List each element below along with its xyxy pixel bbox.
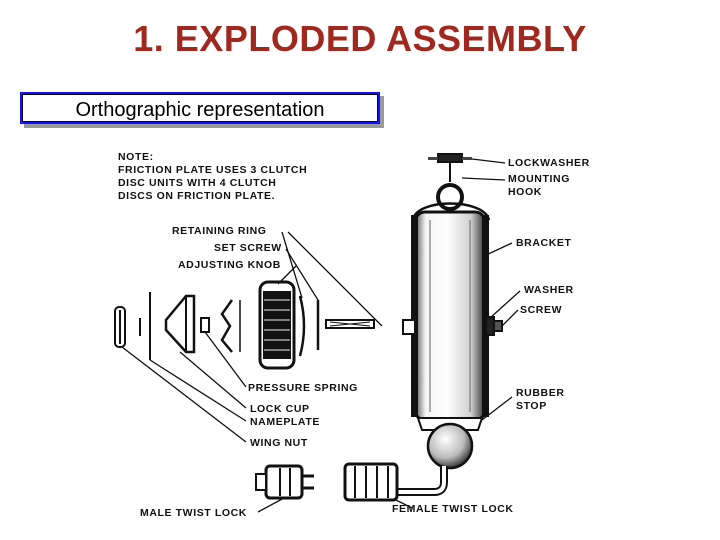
- screw-label: SCREW: [520, 304, 562, 316]
- cylinder-body: [411, 210, 489, 422]
- mounting-hook-label: MOUNTING: [508, 173, 570, 185]
- wing-nut-part: [114, 306, 126, 348]
- washer-label: WASHER: [524, 284, 574, 296]
- subtitle-box: Orthographic representation: [20, 92, 380, 124]
- cylinder-assembly: [343, 153, 503, 502]
- bracket-part: [411, 202, 491, 221]
- shaft-part: [325, 319, 375, 329]
- note-block: NOTE: FRICTION PLATE USES 3 CLUTCH DISC …: [118, 151, 307, 202]
- lock-cup-label: LOCK CUP: [250, 403, 310, 415]
- page-title: 1. EXPLODED ASSEMBLY: [133, 18, 587, 59]
- wing-nut-label: WING NUT: [250, 437, 308, 449]
- female-twist-lock-part: [343, 462, 399, 502]
- rubber-stop-label: RUBBER: [516, 387, 565, 399]
- note-line: DISC UNITS WITH 4 CLUTCH: [118, 177, 276, 189]
- note-line: FRICTION PLATE USES 3 CLUTCH: [118, 164, 307, 176]
- left-side-fitting: [402, 319, 416, 335]
- subtitle-frame: Orthographic representation: [22, 94, 378, 122]
- cord: [398, 466, 448, 496]
- nameplate-label: NAMEPLATE: [250, 416, 320, 428]
- retaining-ring-part: [298, 295, 306, 357]
- adjusting-knob-part: [258, 280, 296, 370]
- rubber-stop-part: [416, 417, 484, 470]
- labels: LOCKWASHER MOUNTING HOOK BRACKET WASHER …: [140, 157, 590, 519]
- bracket-label: BRACKET: [516, 237, 572, 249]
- note-line: NOTE:: [118, 151, 154, 163]
- lockwasher-part: [428, 153, 472, 182]
- pressure-spring-part: [200, 317, 210, 333]
- retaining-ring-label: RETAINING RING: [172, 225, 267, 237]
- washer-screw-fitting: [485, 316, 503, 336]
- exploded-parts: [114, 280, 375, 500]
- rubber-stop-label: STOP: [516, 400, 547, 412]
- clip-part: [220, 299, 241, 353]
- note-line: DISCS ON FRICTION PLATE.: [118, 190, 275, 202]
- mounting-hook-part: [436, 183, 464, 211]
- pressure-spring-label: PRESSURE SPRING: [248, 382, 358, 394]
- male-twist-lock-part: [255, 464, 314, 500]
- male-twist-lock-label: MALE TWIST LOCK: [140, 507, 247, 519]
- adjusting-knob-label: ADJUSTING KNOB: [178, 259, 281, 271]
- mounting-hook-label: HOOK: [508, 186, 542, 198]
- subtitle-text: Orthographic representation: [75, 99, 325, 121]
- female-twist-lock-label: FEMALE TWIST LOCK: [392, 503, 514, 515]
- leader-lines: [121, 158, 521, 513]
- set-screw-label: SET SCREW: [214, 242, 282, 254]
- lockwasher-label: LOCKWASHER: [508, 157, 590, 169]
- lock-cup-part: [164, 294, 196, 354]
